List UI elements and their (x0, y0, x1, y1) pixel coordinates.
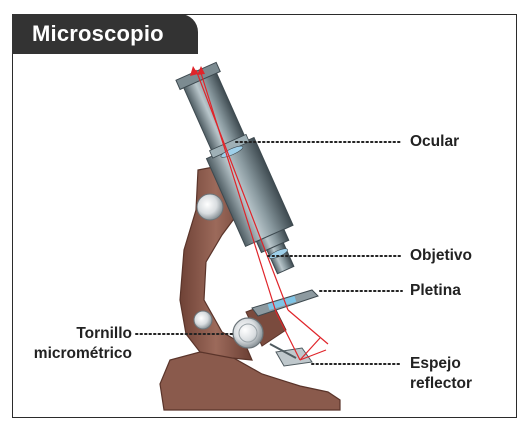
label-espejo-line1: Espejo (410, 355, 461, 372)
small-knob (193, 310, 213, 330)
label-tornillo-line1: Tornillo (76, 325, 132, 342)
label-pletina: Pletina (410, 282, 461, 299)
page-title: Microscopio (12, 14, 198, 54)
objective-lens (266, 242, 295, 275)
ray-arrowheads (190, 66, 205, 76)
label-objetivo: Objetivo (410, 247, 473, 264)
microscope-base (159, 351, 341, 411)
fine-focus-knob (232, 317, 264, 349)
coarse-focus-knob (196, 193, 224, 221)
label-tornillo-line2: micrométrico (33, 345, 132, 362)
light-rays (195, 69, 329, 361)
label-espejo-line2: reflector (410, 375, 473, 392)
label-ocular: Ocular (410, 133, 460, 150)
